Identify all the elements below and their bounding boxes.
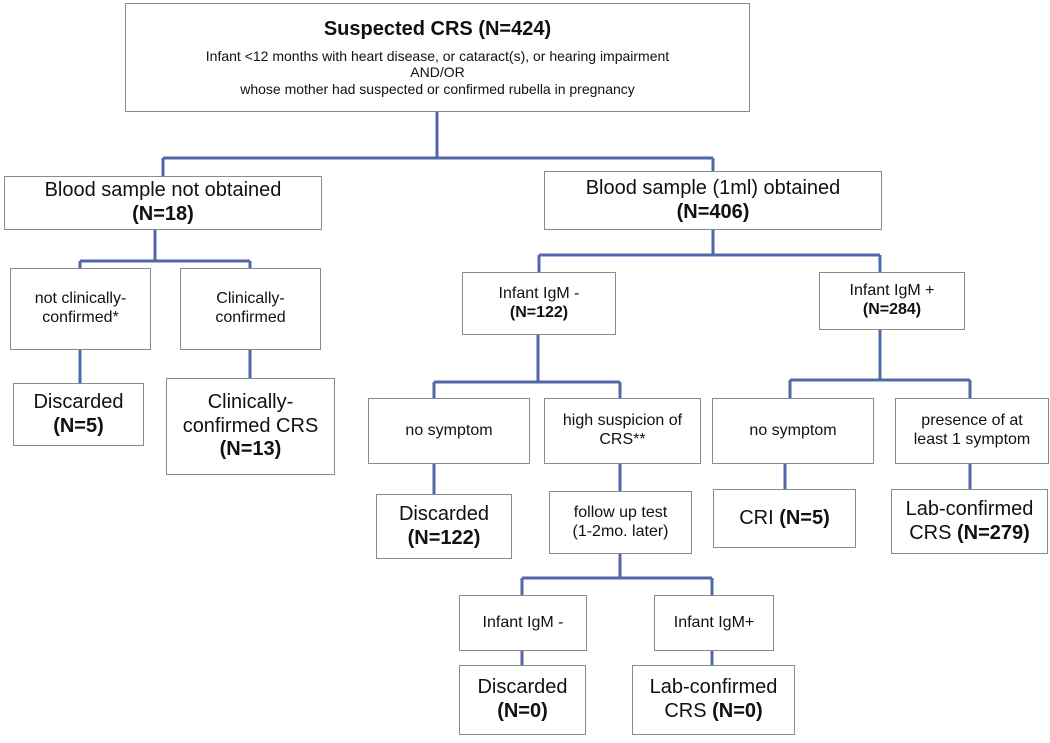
- suspected-crs-box: Suspected CRS (N=424) Infant <12 months …: [125, 3, 750, 112]
- blood-obtained-count: (N=406): [676, 200, 750, 223]
- blood-not-obtained-box: Blood sample not obtained (N=18): [4, 176, 322, 230]
- presence-symptom-box: presence of at least 1 symptom: [895, 398, 1049, 464]
- clinically-confirmed-crs-box: Clinically- confirmed CRS (N=13): [166, 378, 335, 475]
- clinically-confirmed-crs-line-2: confirmed CRS: [182, 414, 319, 437]
- clinically-confirmed-crs-line-1: Clinically-: [207, 391, 294, 414]
- lab-confirmed-crs-0-line-1: Lab-confirmed: [649, 676, 778, 699]
- no-symptom-igm-pos-label: no symptom: [749, 421, 837, 439]
- infant-igm-negative-followup-label: Infant IgM -: [482, 613, 564, 631]
- clinically-confirmed-line-2: confirmed: [215, 309, 286, 326]
- lab-confirmed-crs-0-box: Lab-confirmed CRS (N=0): [632, 665, 795, 735]
- lab-confirmed-crs-279-crs: CRS: [909, 521, 957, 544]
- cri-label: CRI: [739, 506, 780, 529]
- presence-symptom-line-2: least 1 symptom: [913, 431, 1031, 448]
- blood-not-obtained-count: (N=18): [132, 203, 194, 225]
- root-criteria-and-or: AND/OR: [410, 64, 465, 81]
- high-suspicion-box: high suspicion of CRS**: [544, 398, 701, 464]
- no-symptom-igm-neg-box: no symptom: [368, 398, 530, 464]
- blood-not-obtained-label: Blood sample not obtained: [44, 179, 282, 202]
- clinically-confirmed-crs-count: (N=13): [219, 438, 282, 461]
- discarded-n5-count: (N=5): [53, 414, 104, 437]
- root-title: Suspected CRS (N=424): [323, 17, 552, 40]
- blood-obtained-label: Blood sample (1ml) obtained: [585, 176, 841, 199]
- clinically-confirmed-box: Clinically- confirmed: [180, 268, 321, 350]
- infant-igm-positive-followup-box: Infant IgM+: [654, 595, 774, 651]
- lab-confirmed-crs-279-row: CRS (N=279): [909, 522, 1030, 546]
- discarded-n122-count: (N=122): [407, 526, 481, 549]
- lab-confirmed-crs-279-count: (N=279): [956, 521, 1030, 544]
- cri-box: CRI (N=5): [713, 489, 856, 548]
- cri-count: (N=5): [779, 506, 830, 529]
- infant-igm-positive-followup-label: Infant IgM+: [673, 613, 755, 631]
- high-suspicion-line-2: CRS**: [599, 431, 646, 448]
- discarded-n122-label: Discarded: [398, 502, 490, 525]
- discarded-n5-box: Discarded (N=5): [13, 383, 144, 446]
- infant-igm-positive-count: (N=284): [862, 301, 922, 318]
- lab-confirmed-crs-0-crs: CRS: [664, 700, 713, 722]
- root-criteria-line-1: Infant <12 months with heart disease, or…: [205, 47, 670, 64]
- presence-symptom-line-1: presence of at: [921, 412, 1023, 430]
- follow-up-test-box: follow up test (1-2mo. later): [549, 491, 692, 554]
- follow-up-test-line-1: follow up test: [573, 503, 668, 521]
- infant-igm-negative-followup-box: Infant IgM -: [459, 595, 587, 651]
- discarded-n0-box: Discarded (N=0): [459, 665, 586, 735]
- lab-confirmed-crs-279-box: Lab-confirmed CRS (N=279): [891, 489, 1048, 554]
- infant-igm-negative-label: Infant IgM -: [498, 284, 580, 302]
- lab-confirmed-crs-0-count: (N=0): [712, 700, 763, 722]
- blood-obtained-box: Blood sample (1ml) obtained (N=406): [544, 171, 882, 230]
- lab-confirmed-crs-0-row: CRS (N=0): [664, 700, 762, 724]
- infant-igm-positive-label: Infant IgM +: [849, 282, 935, 300]
- infant-igm-negative-count: (N=122): [509, 303, 569, 321]
- discarded-n0-count: (N=0): [497, 700, 548, 722]
- infant-igm-positive-box: Infant IgM + (N=284): [819, 272, 965, 330]
- infant-igm-negative-box: Infant IgM - (N=122): [462, 272, 616, 335]
- not-clinically-confirmed-line-2: confirmed*: [42, 309, 119, 326]
- lab-confirmed-crs-279-line-1: Lab-confirmed: [905, 497, 1034, 520]
- not-clinically-confirmed-box: not clinically- confirmed*: [10, 268, 151, 350]
- high-suspicion-line-1: high suspicion of: [562, 412, 683, 430]
- follow-up-test-line-2: (1-2mo. later): [572, 522, 669, 540]
- discarded-n5-label: Discarded: [33, 390, 124, 413]
- discarded-n0-label: Discarded: [477, 676, 568, 699]
- discarded-n122-box: Discarded (N=122): [376, 494, 512, 559]
- clinically-confirmed-line-1: Clinically-: [216, 290, 285, 308]
- no-symptom-igm-pos-box: no symptom: [712, 398, 874, 464]
- cri-label-row: CRI (N=5): [739, 507, 830, 531]
- root-criteria-line-2: whose mother had suspected or confirmed …: [240, 80, 635, 97]
- not-clinically-confirmed-line-1: not clinically-: [34, 290, 127, 308]
- no-symptom-igm-neg-label: no symptom: [405, 421, 493, 439]
